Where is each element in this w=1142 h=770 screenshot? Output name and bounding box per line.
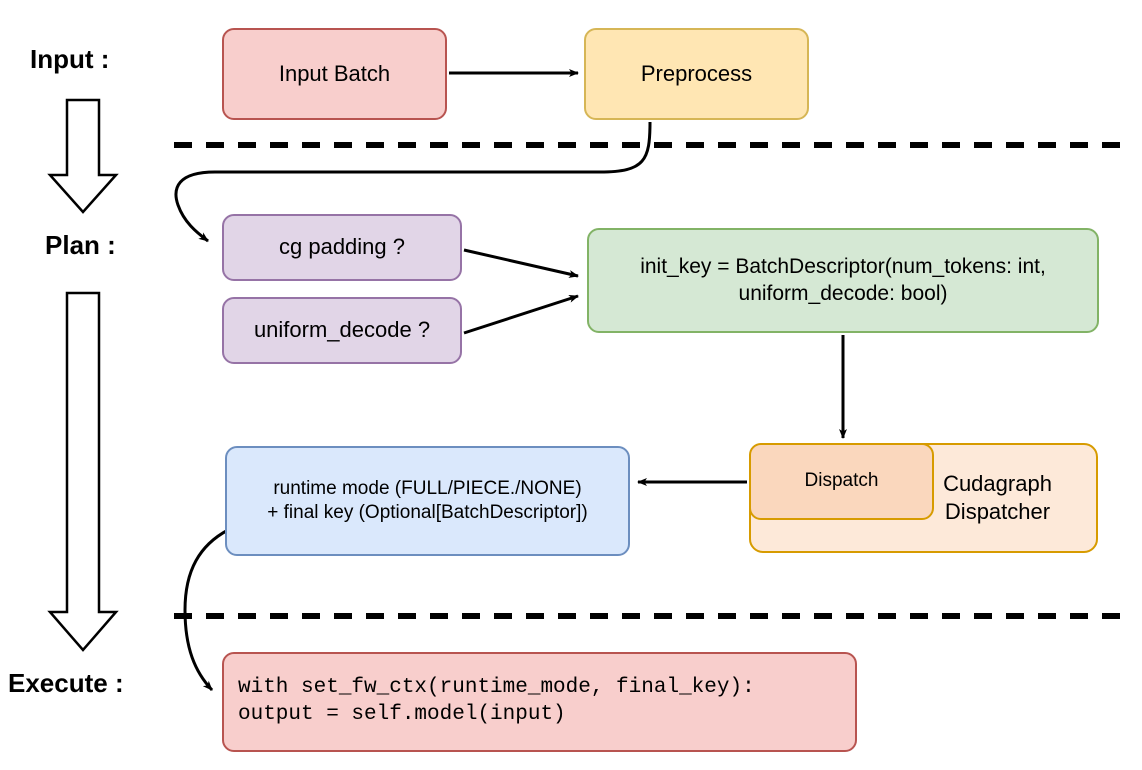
plan-to-execute-block-arrow	[47, 291, 119, 652]
connector-cg-padding-to-init-key	[463, 248, 579, 278]
node-uniform-decode-label: uniform_decode ?	[253, 317, 431, 343]
node-exec-code-label: with set_fw_ctx(runtime_mode, final_key)…	[238, 676, 755, 726]
stage-label-execute: Execute :	[8, 668, 124, 698]
node-cg-padding[interactable]: cg padding ?	[222, 214, 462, 281]
node-dispatch-label: Dispatch	[804, 470, 879, 492]
node-dispatch[interactable]: Dispatch	[749, 443, 934, 520]
node-runtime-mode-label: runtime mode (FULL/PIECE./NONE) + final …	[267, 477, 588, 523]
node-init-key-label: init_key = BatchDescriptor(num_tokens: i…	[640, 254, 1046, 305]
node-cg-padding-label: cg padding ?	[279, 234, 405, 260]
stage-label-plan: Plan :	[45, 230, 116, 260]
node-uniform-decode[interactable]: uniform_decode ?	[222, 297, 462, 364]
node-preprocess[interactable]: Preprocess	[584, 28, 809, 120]
node-input-batch-label: Input Batch	[278, 60, 391, 86]
input-to-plan-block-arrow	[47, 98, 119, 214]
node-exec-code[interactable]: with set_fw_ctx(runtime_mode, final_key)…	[222, 652, 857, 752]
connector-uniform-decode-to-init-key	[463, 294, 579, 335]
node-cudagraph-dispatcher-label: Cudagraph Dispatcher	[943, 470, 1052, 524]
node-init-key[interactable]: init_key = BatchDescriptor(num_tokens: i…	[587, 228, 1099, 333]
node-preprocess-label: Preprocess	[640, 60, 753, 86]
node-runtime-mode[interactable]: runtime mode (FULL/PIECE./NONE) + final …	[225, 446, 630, 556]
node-input-batch[interactable]: Input Batch	[222, 28, 447, 120]
stage-label-input: Input :	[30, 44, 110, 74]
